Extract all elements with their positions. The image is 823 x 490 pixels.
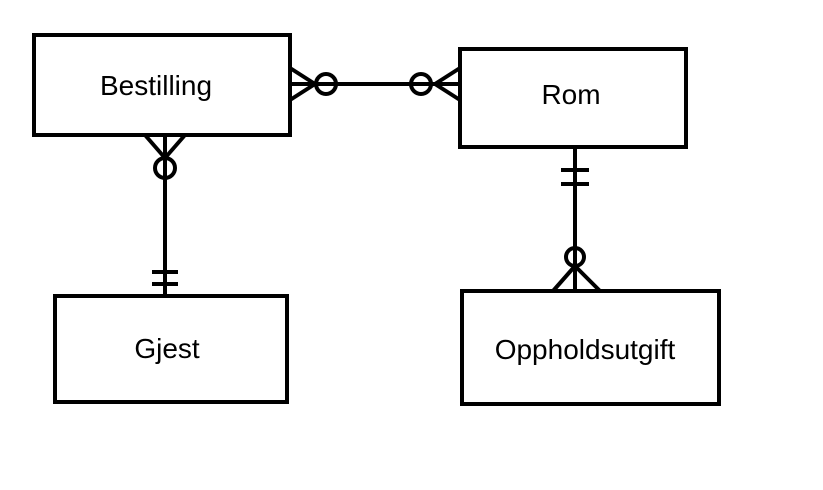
crows-foot-icon [433,66,462,102]
relationship-bestilling-rom [288,66,462,102]
zero-circle-icon [153,156,177,180]
entity-bestilling-label: Bestilling [100,70,212,101]
entity-oppholdsutgift[interactable]: Oppholdsutgift [460,289,721,406]
one-bar-icon [561,168,589,186]
relationship-rom-oppholdsutgift [551,147,602,293]
crows-foot-icon [143,133,187,160]
zero-circle-icon [409,72,433,96]
crows-foot-icon [288,66,317,102]
entity-gjest-label: Gjest [134,333,200,364]
entity-bestilling[interactable]: Bestilling [32,33,292,137]
crows-foot-icon [551,264,602,293]
entity-oppholdsutgift-label: Oppholdsutgift [495,334,676,365]
entity-rom[interactable]: Rom [458,47,688,149]
one-bar-icon [152,270,178,286]
entity-gjest[interactable]: Gjest [53,294,289,404]
zero-circle-icon [314,72,338,96]
entity-rom-label: Rom [541,79,600,110]
relationship-bestilling-gjest [143,133,187,296]
